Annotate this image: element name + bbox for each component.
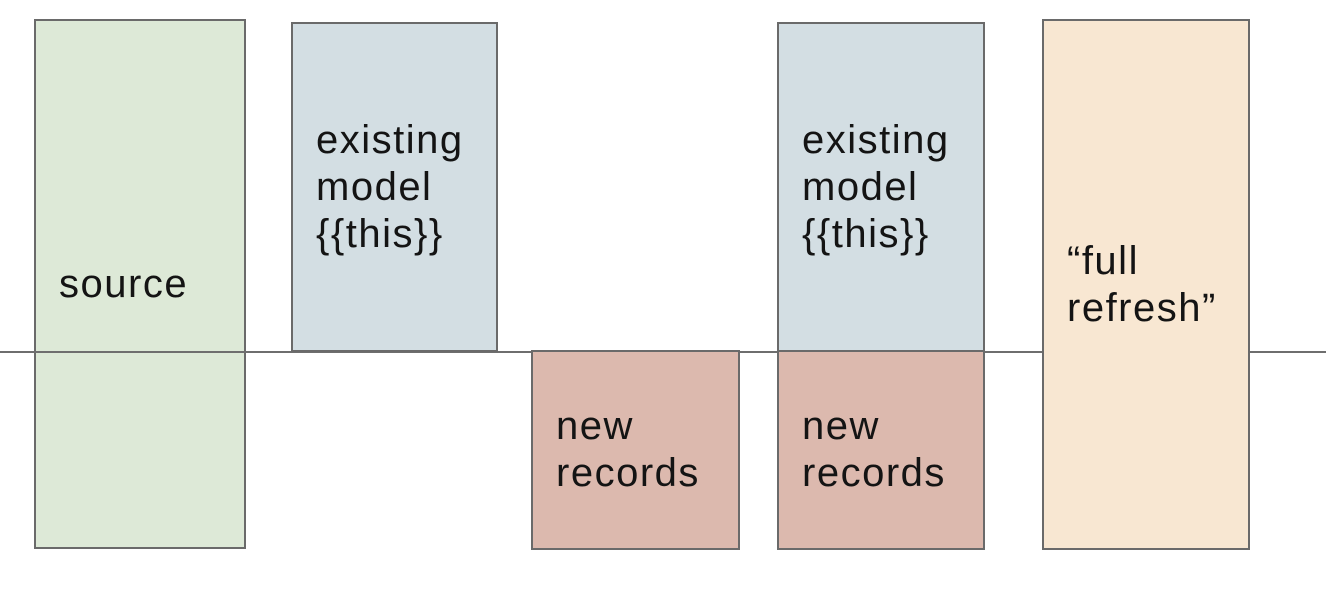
new-records-box-1-label: new records [556, 404, 700, 495]
source-box-label: source [59, 261, 189, 306]
new-records-box-1: new records [531, 350, 740, 550]
existing-model-box-2-label: existing model {{this}} [802, 117, 950, 256]
new-records-box-2-label: new records [802, 404, 946, 495]
full-refresh-box-label: “full refresh” [1067, 238, 1217, 330]
full-refresh-box: “full refresh” [1042, 19, 1250, 550]
source-box: source [34, 19, 246, 549]
existing-model-box-1-label: existing model {{this}} [316, 117, 464, 256]
existing-model-box-2: existing model {{this}} [777, 22, 985, 352]
existing-model-box-1: existing model {{this}} [291, 22, 498, 352]
new-records-box-2: new records [777, 350, 985, 550]
